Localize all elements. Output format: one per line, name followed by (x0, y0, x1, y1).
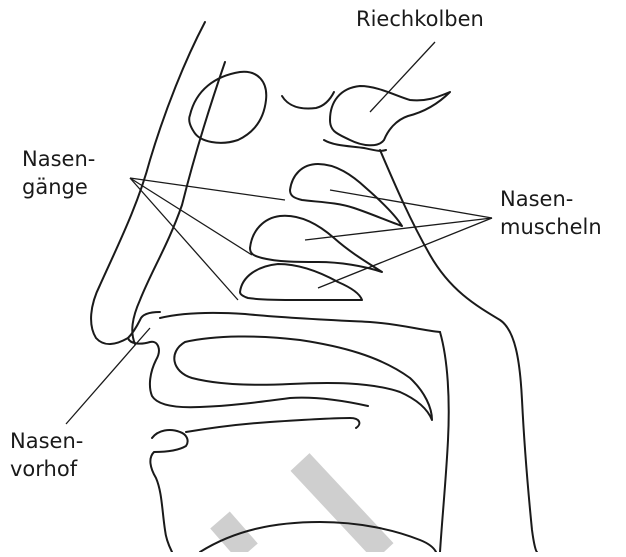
leader-riechkolben (370, 42, 435, 112)
label-nasenmuscheln-line1: Nasen- (500, 186, 573, 212)
lower-teeth-line (186, 418, 359, 432)
palate-upper-surface (160, 313, 440, 332)
middle-turbinate (250, 216, 382, 272)
olfactory-bulb (330, 86, 450, 145)
nasal-bone-line (132, 62, 225, 344)
label-riechkolben: Riechkolben (356, 6, 484, 32)
upper-turbinate (290, 164, 402, 226)
skull-base-curve (282, 92, 334, 109)
leaders-nasenmuscheln (305, 190, 492, 288)
tongue-outline (174, 336, 432, 420)
lower-turbinate (240, 264, 362, 300)
lower-lip-chin (150, 430, 187, 552)
pharynx-front-wall (440, 332, 449, 552)
label-nasenvorhof-line1: Nasen- (10, 428, 83, 454)
label-nasengaenge-line2: gänge (22, 174, 88, 200)
label-nasengaenge-line1: Nasen- (22, 146, 95, 172)
label-nasenmuscheln-line2: muscheln (500, 214, 602, 240)
frontal-sinus (189, 72, 266, 143)
watermark (220, 462, 384, 552)
label-nasenvorhof-line2: vorhof (10, 456, 77, 482)
upper-lip-outline (128, 338, 368, 407)
leader-nasenvorhof (66, 328, 150, 424)
leaders-nasengaenge (130, 178, 285, 300)
